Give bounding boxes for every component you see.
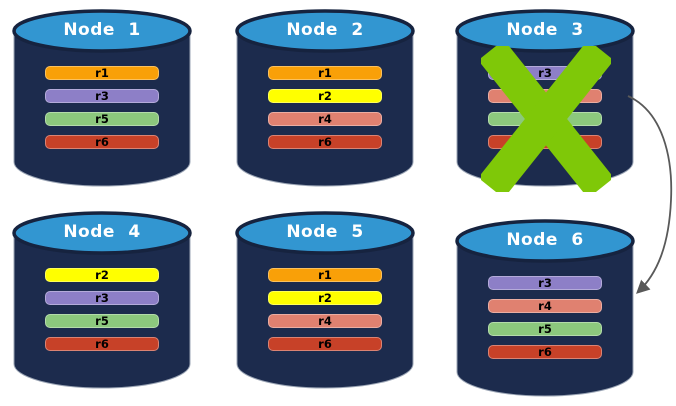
replica-bar-r2: r2: [268, 89, 382, 103]
replica-bars: r1 r2 r4 r6: [268, 66, 382, 149]
node-5: Node 5 r1 r2 r4 r6: [233, 208, 417, 398]
node-2: Node 2 r1 r2 r4 r6: [233, 6, 417, 196]
node-title: Node 6: [506, 230, 584, 250]
replica-bar-r6: r6: [268, 337, 382, 351]
replica-bar-r6: r6: [268, 135, 382, 149]
replica-bar-r5: r5: [488, 322, 602, 336]
node-1: Node 1 r1 r3 r5 r6: [10, 6, 194, 196]
node-title: Node 2: [286, 20, 364, 40]
replica-bar-r4: r4: [488, 299, 602, 313]
replica-bar-r3: r3: [488, 276, 602, 290]
replica-bars: r2 r3 r5 r6: [45, 268, 159, 351]
replica-bars: r1 r2 r4 r6: [268, 268, 382, 351]
node-title: Node 5: [286, 222, 364, 242]
replica-bar-r5: r5: [45, 112, 159, 126]
failure-x-icon: [481, 46, 611, 192]
replica-bar-r6: r6: [45, 135, 159, 149]
replica-bar-r6: r6: [45, 337, 159, 351]
replica-bar-r4: r4: [268, 314, 382, 328]
replica-bar-r2: r2: [45, 268, 159, 282]
node-title: Node 3: [506, 20, 584, 40]
node-title: Node 4: [63, 222, 141, 242]
replica-bars: r3 r4 r5 r6: [488, 276, 602, 359]
node-6: Node 6 r3 r4 r5 r6: [453, 216, 637, 406]
replica-bar-r1: r1: [45, 66, 159, 80]
replica-bar-r4: r4: [268, 112, 382, 126]
replica-bar-r3: r3: [45, 291, 159, 305]
replica-bar-r1: r1: [268, 66, 382, 80]
replica-bar-r5: r5: [45, 314, 159, 328]
replica-bar-r6: r6: [488, 345, 602, 359]
replica-bar-r3: r3: [45, 89, 159, 103]
replica-bar-r1: r1: [268, 268, 382, 282]
node-title: Node 1: [63, 20, 141, 40]
replica-bar-r2: r2: [268, 291, 382, 305]
node-4: Node 4 r2 r3 r5 r6: [10, 208, 194, 398]
replica-bars: r1 r3 r5 r6: [45, 66, 159, 149]
